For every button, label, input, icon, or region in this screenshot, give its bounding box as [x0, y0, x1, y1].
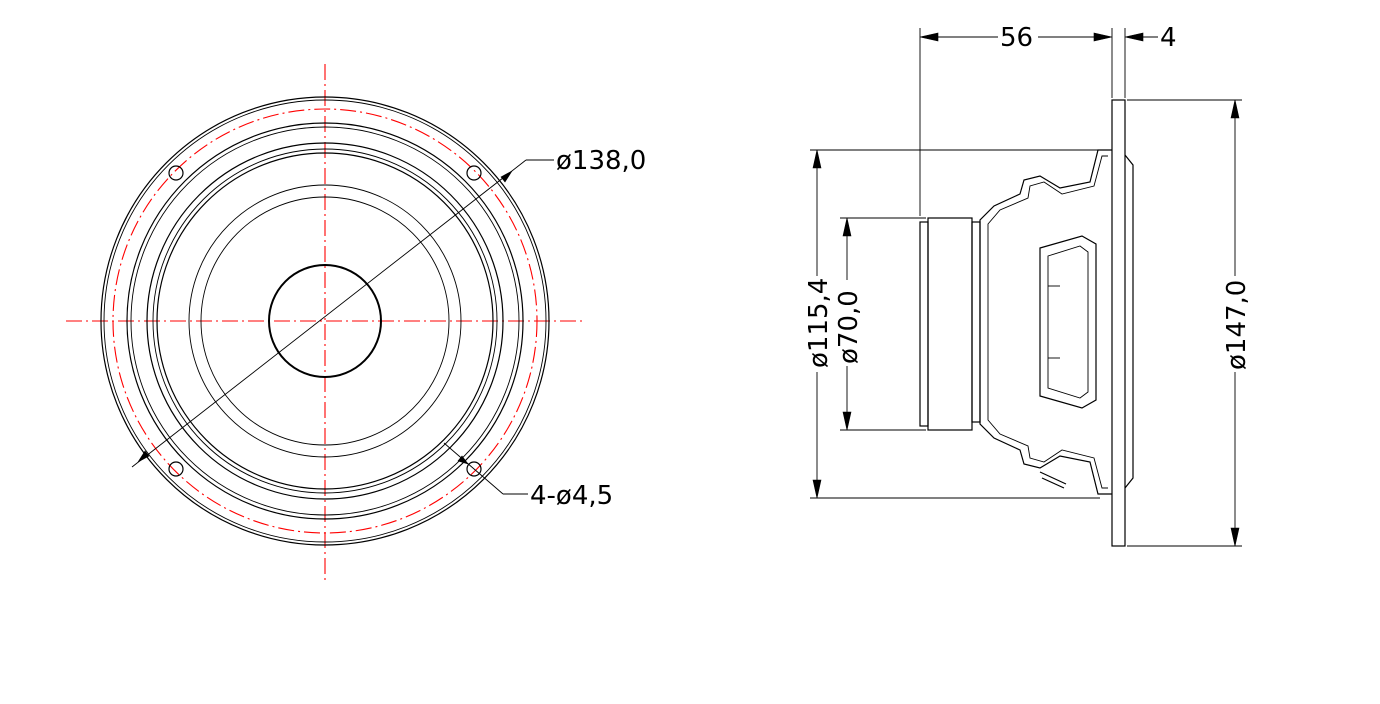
cone-outer-edge — [156, 152, 494, 490]
flange-arrow — [1124, 32, 1144, 42]
gasket-profile — [1124, 154, 1134, 489]
mounting-hole-top-left — [168, 165, 184, 181]
outer-frame-edge — [100, 96, 550, 546]
basket-window-inner — [1047, 245, 1089, 399]
side-view: 56 4 ø115,4 ø70,0 ø147,0 — [804, 23, 1252, 547]
frame-dia-arrow-top — [812, 149, 822, 169]
magnet-dia-arrow-bottom — [842, 411, 852, 431]
outer-frame-inner-edge — [103, 99, 547, 543]
mounting-hole-circle — [112, 108, 538, 534]
mounting-hole-top-right — [466, 165, 482, 181]
cone-inner-ring — [188, 184, 462, 458]
magnet-body — [927, 217, 973, 431]
magnet-dia-dim-label: ø70,0 — [834, 290, 864, 364]
hole-leader-line — [443, 442, 504, 495]
cone-inner-ring-2 — [200, 196, 450, 446]
surround-outer — [146, 142, 504, 500]
diameter-leader-line — [131, 159, 527, 468]
holes-dim-label: 4-ø4,5 — [530, 481, 613, 511]
depth-dim-label: 56 — [1000, 23, 1033, 53]
magnet-front-plate — [971, 221, 981, 423]
depth-arrow-right — [1093, 32, 1113, 42]
overall-dia-dim-label: ø147,0 — [1222, 280, 1252, 370]
terminal-lead — [1039, 471, 1067, 489]
magnet-back-plate — [919, 221, 929, 427]
basket-window-outer — [1039, 235, 1097, 409]
front-view: ø138,0 4-ø4,5 — [66, 64, 646, 580]
basket-outer-profile — [979, 149, 1112, 495]
diameter-arrow-upper — [500, 170, 513, 183]
surround-inner — [152, 148, 498, 494]
frame-dia-arrow-bottom — [812, 479, 822, 499]
overall-dia-arrow-bottom — [1230, 527, 1240, 547]
basket-inner-profile — [987, 155, 1108, 489]
diameter-arrow-lower — [137, 450, 150, 463]
hole-arrow — [457, 455, 469, 465]
frame-dia-dim-label: ø115,4 — [804, 278, 834, 368]
dust-cap — [268, 264, 382, 378]
flange-dim-label: 4 — [1160, 23, 1177, 53]
gasket-ring-inner — [130, 126, 520, 516]
overall-dia-arrow-top — [1230, 99, 1240, 119]
front-flange-plate — [1111, 99, 1126, 547]
depth-arrow-left — [919, 32, 939, 42]
mounting-hole-bottom-left — [168, 461, 184, 477]
magnet-dia-arrow-top — [842, 217, 852, 237]
mount-circle-dim-label: ø138,0 — [556, 146, 646, 176]
gasket-ring-outer — [126, 122, 524, 520]
mounting-hole-bottom-right — [466, 461, 482, 477]
